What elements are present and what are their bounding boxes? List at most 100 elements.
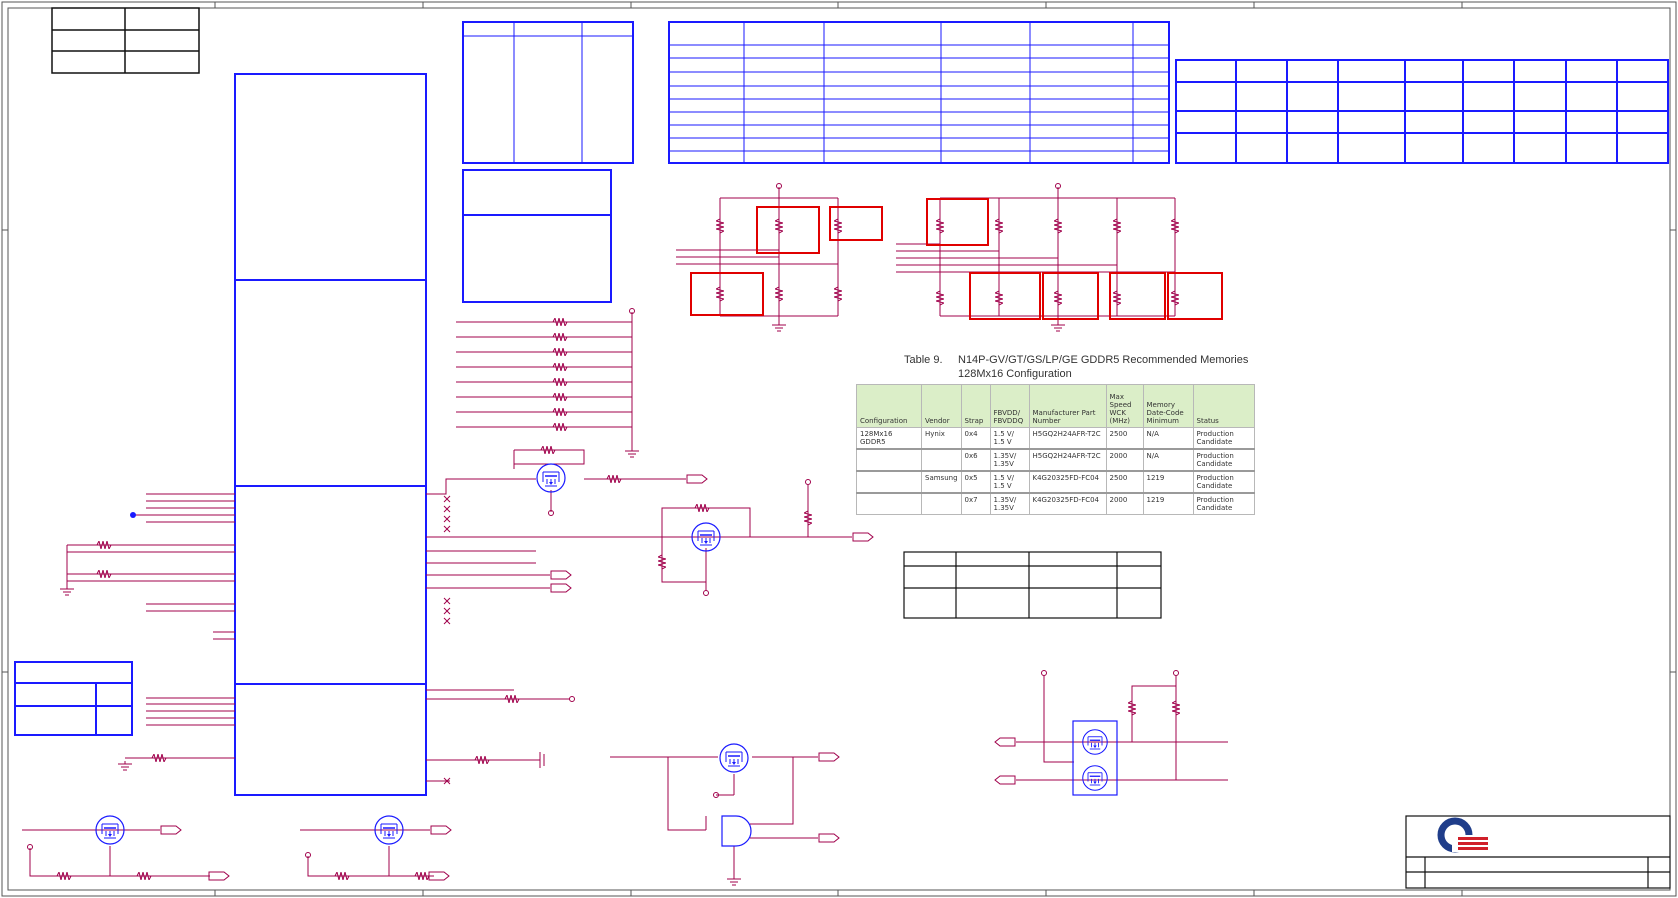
resistor-icon [1113, 286, 1121, 310]
offpage-connector [818, 833, 840, 843]
resistor-icon [330, 872, 354, 880]
cell-config [856, 470, 922, 494]
ground-icon [1050, 322, 1066, 332]
and-gate-icon [721, 815, 752, 847]
cell-fbvdd: 1.5 V/ 1.5 V [989, 427, 1030, 450]
resistor-icon [1172, 696, 1180, 720]
resistor-icon [132, 872, 156, 880]
resistor-icon [936, 214, 944, 238]
memory-strap-table [668, 21, 1170, 164]
cell-strap: 0x5 [960, 470, 991, 494]
cell-part: K4G20325FD-FC04 [1028, 470, 1107, 494]
resistor-icon [1054, 214, 1062, 238]
junction-dot [130, 512, 136, 518]
resistor-icon [500, 695, 524, 703]
cell-datecode: 1219 [1142, 492, 1194, 515]
strap-resistor-net-2 [896, 187, 1176, 324]
resistor-icon [470, 756, 494, 764]
cell-status: Production Candidate [1192, 492, 1255, 515]
revision-box [51, 7, 200, 74]
cell-speed: 2500 [1105, 470, 1144, 494]
cell-fbvdd: 1.5 V/ 1.5 V [989, 470, 1030, 494]
column-header: Manufacturer Part Number [1028, 384, 1107, 428]
offpage-connector [550, 583, 572, 593]
test-point [27, 844, 33, 850]
resistor-icon [995, 286, 1003, 310]
memory-table-figure: Table 9. N14P-GV/GT/GS/LP/GE GDDR5 Recom… [856, 352, 1256, 515]
cell-part: K4G20325FD-FC04 [1028, 492, 1107, 515]
offpage-connector [208, 871, 230, 881]
cell-datecode: 1219 [1142, 470, 1194, 494]
cell-datecode: N/A [1142, 448, 1194, 472]
power-pin [1041, 670, 1047, 676]
mosfet-icon [719, 743, 749, 773]
level-shift-wires [1016, 676, 1228, 781]
offpage-connector [994, 775, 1016, 785]
ground-icon [59, 586, 75, 596]
table-row: 0x6 1.35V/ 1.35V H5GQ2H24AFR-T2C 2000 N/… [856, 448, 1255, 472]
resistor-icon [52, 872, 76, 880]
resistor-icon [834, 214, 842, 238]
resistor-icon [410, 872, 434, 880]
power-pin [629, 308, 635, 314]
pin-noconnect-marks [443, 495, 451, 785]
resistor-icon [690, 504, 714, 512]
cell-vendor: Hynix [921, 427, 962, 450]
cell-strap: 0x4 [960, 427, 991, 450]
cell-config [856, 492, 922, 515]
title-block [1405, 815, 1671, 889]
right-pin-wires [426, 312, 852, 782]
ground-icon [117, 761, 133, 771]
table-row: 128Mx16 GDDR5 Hynix 0x4 1.5 V/ 1.5 V H5G… [856, 427, 1255, 450]
resistor-icon [775, 214, 783, 238]
offpage-connector [550, 570, 572, 580]
cell-part: H5GQ2H24AFR-T2C [1028, 427, 1107, 450]
mosfet-icon [1082, 765, 1108, 791]
cell-vendor: Samsung [921, 470, 962, 494]
capacitor-icon [539, 752, 545, 768]
table-row: Samsung 0x5 1.5 V/ 1.5 V K4G20325FD-FC04… [856, 470, 1255, 494]
resistor-icon [92, 570, 116, 578]
table-caption-subtitle: 128Mx16 Configuration [958, 368, 1072, 380]
test-point [713, 792, 719, 798]
power-pin [805, 479, 811, 485]
table-caption-title: N14P-GV/GT/GS/LP/GE GDDR5 Recommended Me… [958, 354, 1249, 366]
resistor-icon [548, 393, 572, 401]
resistor-icon [834, 282, 842, 306]
resistor-icon [548, 333, 572, 341]
cell-strap: 0x7 [960, 492, 991, 515]
resistor-icon [548, 348, 572, 356]
ground-icon [726, 876, 742, 886]
option-box [14, 661, 133, 736]
offpage-connector [818, 752, 840, 762]
bom-table [903, 551, 1162, 619]
resistor-icon [1171, 286, 1179, 310]
test-point [569, 696, 575, 702]
cell-speed: 2000 [1105, 448, 1144, 472]
cell-speed: 2500 [1105, 427, 1144, 450]
resistor-icon [548, 318, 572, 326]
resistor-icon [92, 541, 116, 549]
cell-strap: 0x6 [960, 448, 991, 472]
test-point [703, 590, 709, 596]
resistor-icon [1113, 214, 1121, 238]
resistor-icon [658, 550, 666, 574]
resistor-icon [804, 506, 812, 530]
resistor-icon [936, 286, 944, 310]
resistor-icon [548, 408, 572, 416]
cell-vendor [921, 492, 962, 515]
ground-icon [624, 448, 640, 458]
power-strap-table [1175, 59, 1669, 164]
resistor-icon [995, 214, 1003, 238]
cell-status: Production Candidate [1192, 470, 1255, 494]
mosfet-icon [536, 463, 566, 493]
company-logo [1437, 817, 1492, 853]
resistor-icon [1054, 286, 1062, 310]
offpage-connector [160, 825, 182, 835]
cell-speed: 2000 [1105, 492, 1144, 515]
resistor-icon [602, 475, 626, 483]
resistor-icon [536, 446, 560, 454]
gpu-component-block [234, 73, 427, 796]
strap-table [462, 21, 634, 164]
power-pin [1173, 670, 1179, 676]
